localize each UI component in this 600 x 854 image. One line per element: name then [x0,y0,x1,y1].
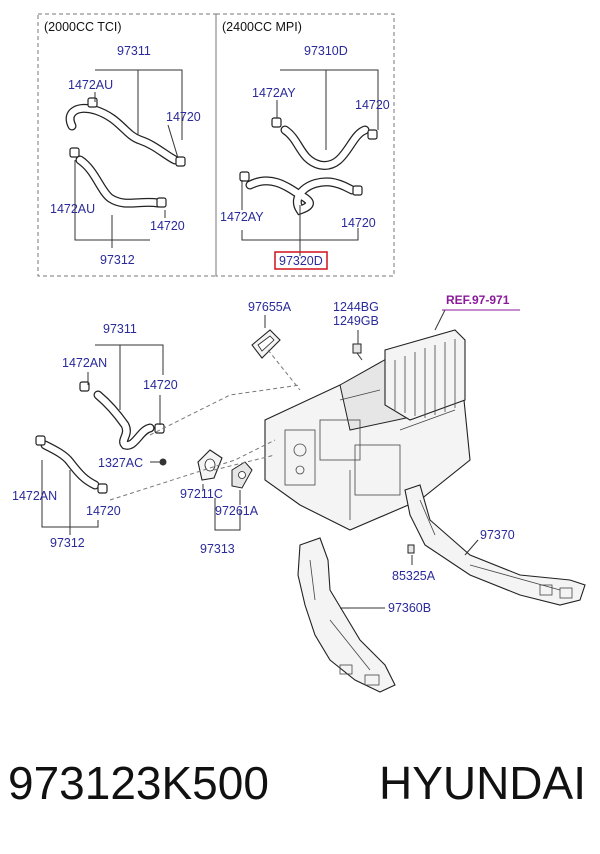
screw-85325A [407,544,415,554]
hose-97311-main [93,390,155,450]
brand-name: HYUNDAI [378,757,586,809]
label-97360B: 97360B [388,601,431,615]
label-1472AU-a: 1472AU [68,78,113,92]
label-97370: 97370 [480,528,515,542]
label-1244BG: 1244BG [333,300,379,314]
label-1472AN-b: 1472AN [12,489,57,503]
duct-97370 [404,484,586,606]
clamp-icons-top-right [239,117,378,196]
panel-2000cc-header: (2000CC TCI) [44,20,122,34]
highlight-box-97320D [274,251,328,270]
hose-97310D [280,125,370,170]
label-97313: 97313 [200,542,235,556]
label-14720-tr-a: 14720 [355,98,390,112]
part-number: 973123K500 [8,757,269,809]
label-1327AC: 1327AC [98,456,143,470]
leader-lines-top-left [74,69,183,248]
label-14720-tr-b: 14720 [341,216,376,230]
label-1472AN-a: 1472AN [62,356,107,370]
hose-97320D [245,176,357,216]
clamp-icons-top-left [69,97,186,208]
adapter-97211C [197,449,223,481]
leader-lines-top-right [241,69,379,256]
hvac-heater-unit [264,329,471,531]
label-1472AY-a: 1472AY [252,86,296,100]
duct-97360B [297,537,396,693]
parts-diagram: (2000CC TCI) (2400CC MPI) 97311 1472AU 1… [12,13,586,693]
label-97311-top: 97311 [117,44,151,58]
label-97311-main: 97311 [103,322,137,336]
label-1249GB: 1249GB [333,314,379,328]
clamp-icons-main [35,381,165,494]
leader-lines-main [41,309,520,609]
label-97310D: 97310D [304,44,348,58]
label-85325A: 85325A [392,569,436,583]
label-97320D[interactable]: 97320D [279,254,323,268]
footer-bar: 973123K500 HYUNDAI [0,740,600,840]
bolt-1244BG [352,343,363,361]
label-1472AU-b: 1472AU [50,202,95,216]
panel-2400cc [215,13,395,277]
label-97211C: 97211C [180,487,223,501]
hose-97312-main [40,440,100,490]
label-14720-main-b: 14720 [86,504,121,518]
label-14720-main-a: 14720 [143,378,178,392]
hose-97311-top [65,103,180,165]
label-97312-top: 97312 [100,253,135,267]
label-ref-97-971[interactable]: REF.97-971 [446,293,510,307]
label-1472AY-b: 1472AY [220,210,264,224]
label-97261A: 97261A [215,504,259,518]
screw-1327AC [159,458,167,466]
gasket-97655A [251,329,281,359]
panel-2400cc-header: (2400CC MPI) [222,20,302,34]
label-14720-tl-b: 14720 [150,219,185,233]
gasket-97261A [231,461,253,489]
label-97312-main: 97312 [50,536,85,550]
hose-97312-top [75,155,163,208]
label-97655A: 97655A [248,300,292,314]
dashed-connectors [109,349,301,501]
label-14720-tl-a: 14720 [166,110,201,124]
